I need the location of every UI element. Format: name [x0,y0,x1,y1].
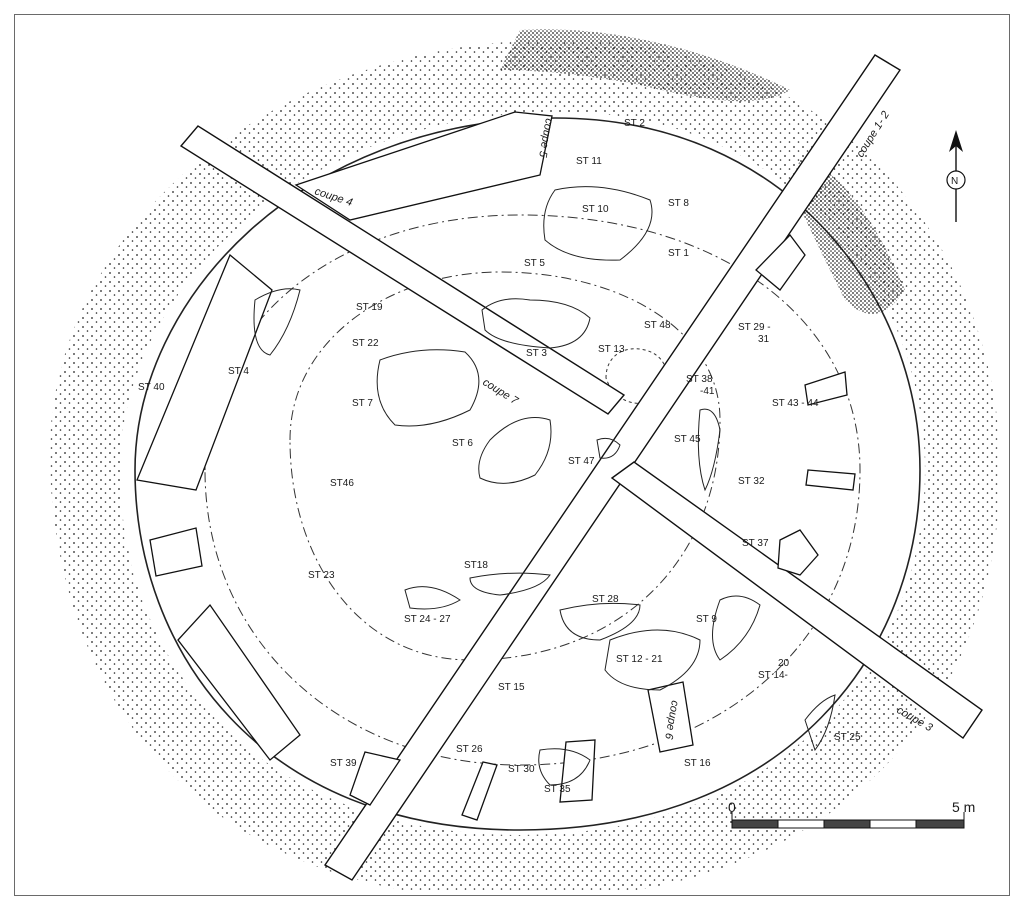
stones-st47 [596,437,621,459]
box-west [136,253,273,491]
trench-coupe-3 [610,461,983,739]
north-arrow-head [949,130,963,152]
label-st2: ST 2 [624,118,645,129]
box-sw-1 [149,527,203,577]
label-st24: ST 24 - 27 [404,614,451,625]
box-s-coupe6 [647,681,694,753]
label-st38: ST 38 [686,374,713,385]
box-e-1 [804,371,848,406]
dense-stipple-top [500,29,790,102]
label-st26: ST 26 [456,744,483,755]
label-st31: 31 [758,334,770,345]
box-sw-2 [177,603,301,761]
north-arrow [946,130,966,222]
label-st29: ST 29 - [738,322,771,333]
label-st45: ST 45 [674,434,701,445]
label-st16: ST 16 [684,758,711,769]
label-st23: ST 23 [308,570,335,581]
label-st22: ST 22 [352,338,379,349]
outer-ditch [134,117,921,831]
label-st15: ST 15 [498,682,525,693]
label-st30: ST 30 [508,764,535,775]
label-st46: ST46 [330,478,354,489]
stones-st10 [543,186,653,261]
label-st18: ST18 [464,560,488,571]
trench-coupe-4-7 [179,125,626,415]
stones-st25 [804,694,836,752]
label-st25: ST 25 [834,732,861,743]
box-sw-3 [349,751,402,806]
label-st39: ST 39 [330,758,357,769]
label-st7: ST 7 [352,398,373,409]
stones-st28 [559,602,641,641]
stones-st24 [404,586,461,610]
north-label: N [951,176,958,187]
label-st4: ST 4 [228,366,249,377]
label-st5: ST 5 [524,258,545,269]
stones-st4 [253,288,301,356]
label-st32: ST 32 [738,476,765,487]
label-st11: ST 11 [576,156,602,167]
box-e-2 [805,469,856,491]
box-n-coupe5 [294,111,553,221]
stones-st9 [712,595,761,661]
stones-st18 [469,572,551,596]
label-st10: ST 10 [582,204,609,215]
inner-dashed-ring [204,214,861,766]
dense-stipple [790,160,905,314]
box-s-2 [559,739,596,803]
box-s-3 [461,761,498,821]
label-st12: ST 12 - 21 [616,654,663,665]
scale-end-label: 5 m [952,799,975,815]
label-st48: ST 48 [644,320,671,331]
stones-st12 [604,629,701,691]
label-coupe-7: coupe 7 [480,376,520,407]
scale-bar [731,812,965,829]
label-st47: ST 47 [568,456,595,467]
label-st37: ST 37 [742,538,769,549]
north-circle [946,170,966,190]
label-st41: -41 [700,386,715,397]
label-st13: ST 13 [598,344,625,355]
scale-start-label: 0 [728,799,736,815]
stones-st3 [481,298,591,349]
label-st19: ST 19 [356,302,383,313]
stones-st6 [478,417,552,484]
sector-boxes [136,111,856,821]
structure-labels: ST 2 ST 11 ST 8 ST 10 ST 1 ST 5 ST 19 ST… [138,118,861,795]
central-dashed-area [289,271,721,661]
trench-coupe-1-2 [323,54,901,881]
label-st43: ST 43 - 44 [772,398,819,409]
label-st6: ST 6 [452,438,473,449]
label-st8: ST 8 [668,198,689,209]
trenches [179,54,983,881]
label-st3: ST 3 [526,348,547,359]
stone-features [253,186,836,786]
box-ne [755,234,806,291]
label-st40: ST 40 [138,382,165,393]
label-st28: ST 28 [592,594,619,605]
stones-st7 [376,349,480,427]
label-st9: ST 9 [696,614,717,625]
label-st14: ST 14- [758,670,788,681]
label-st1: ST 1 [668,248,689,259]
stones-st30 [538,748,591,786]
label-st20: 20 [778,658,790,669]
stones-st45 [697,408,721,492]
label-st35: ST 35 [544,784,571,795]
box-se [777,529,819,576]
